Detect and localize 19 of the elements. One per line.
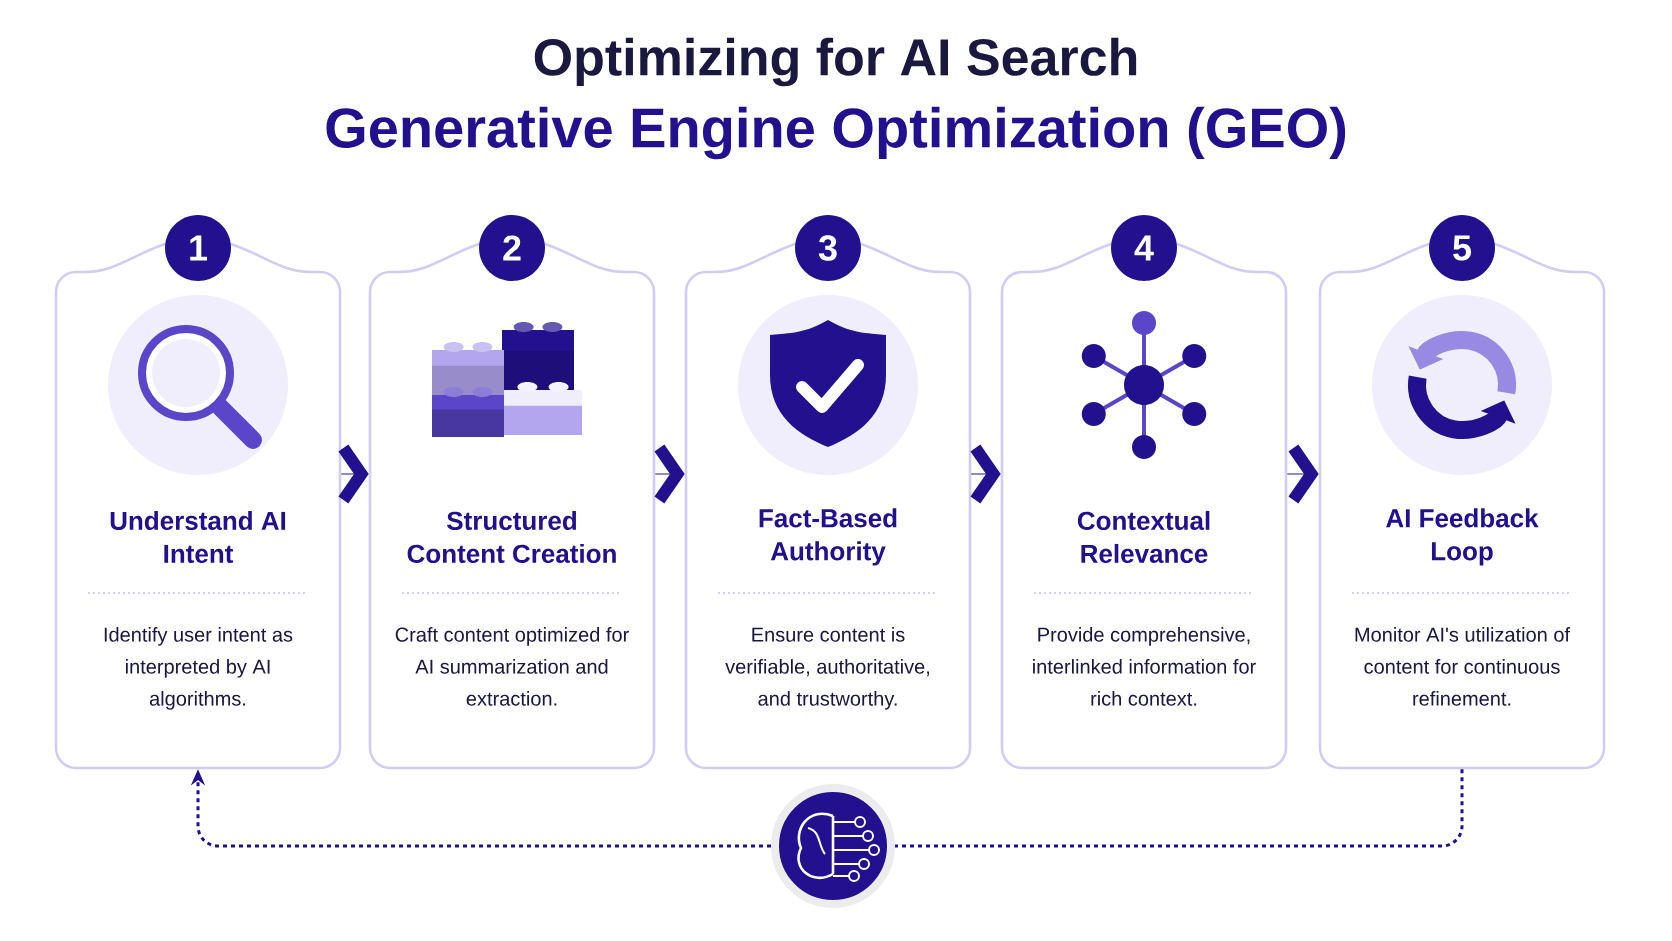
card-heading: Fact-Based Authority xyxy=(759,508,897,566)
feedback-line xyxy=(895,769,1464,848)
number-badge: 4 xyxy=(1111,215,1177,281)
card-heading: Structured Content Creation xyxy=(407,510,616,564)
brain-circuit-icon xyxy=(771,784,895,908)
card-description: Provide comprehensive, interlinked information for rich context. xyxy=(1033,627,1256,706)
number-badge: 1 xyxy=(165,215,231,281)
card-heading: Understand AI Intent xyxy=(110,510,286,564)
card-description: Ensure content is verifiable, authoritative, and trustworthy. xyxy=(725,627,929,710)
number-badge: 5 xyxy=(1429,215,1495,281)
card-heading: Contextual Relevance xyxy=(1077,510,1210,564)
number-badge: 3 xyxy=(795,215,861,281)
title: Optimizing for AI Search xyxy=(534,37,1137,87)
card-heading: AI Feedback Loop xyxy=(1386,508,1539,566)
card-description: Identify user intent as interpreted by AI algorithms. xyxy=(104,627,293,710)
number-badge: 2 xyxy=(479,215,545,281)
card-description: Craft content optimized for AI summarization and extraction. xyxy=(395,627,629,706)
subtitle: Generative Engine Optimization (GEO) xyxy=(326,106,1346,160)
card-description: Monitor AI's utilization of content for continuous refinement. xyxy=(1355,627,1571,706)
